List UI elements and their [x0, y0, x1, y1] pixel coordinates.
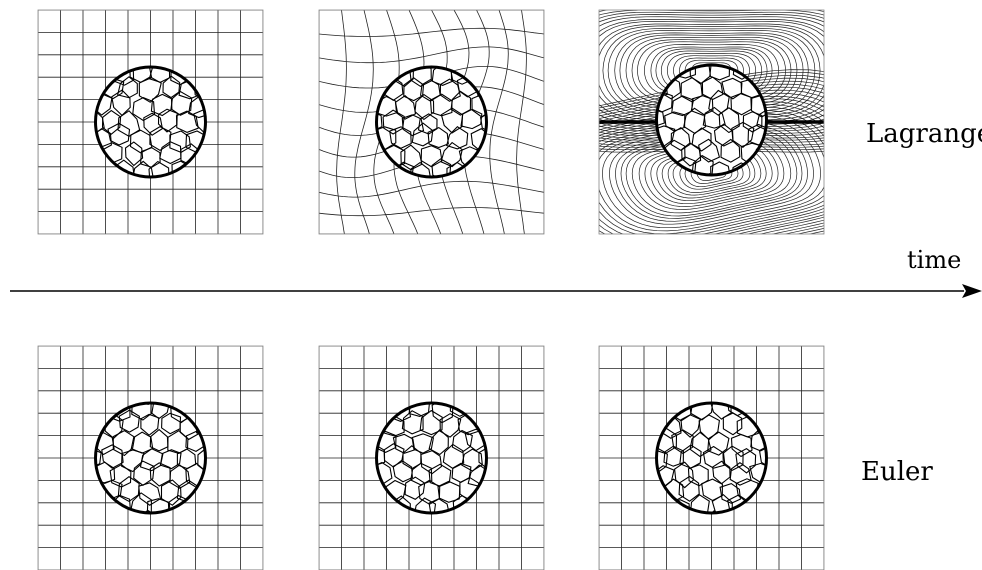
grain-cells — [656, 403, 767, 513]
panels — [37, 9, 825, 570]
panel-border — [598, 9, 825, 235]
euler-panel-2 — [318, 345, 545, 570]
panel-border — [598, 345, 825, 570]
time-axis — [10, 284, 982, 298]
panel-border — [37, 9, 264, 235]
inclusion-circle — [655, 401, 768, 515]
lagrange-panel-3 — [598, 9, 825, 235]
grain-cells — [376, 67, 487, 177]
inclusion-circle — [375, 65, 488, 179]
panel-border — [37, 345, 264, 570]
grain-cells — [656, 65, 767, 175]
euler-label: Euler — [861, 457, 933, 487]
inclusion-circle — [94, 65, 207, 179]
inclusion-circle — [655, 63, 768, 177]
inclusion-circle — [94, 401, 207, 515]
panel-border — [318, 9, 545, 235]
lagrange-label: Lagrange — [866, 119, 982, 149]
panel-border — [318, 345, 545, 570]
lagrange-panel-2 — [318, 9, 545, 235]
inclusion-circle — [375, 401, 488, 515]
time-label: time — [907, 246, 961, 274]
time-arrow-head-icon — [962, 284, 982, 298]
lagrange-panel-1 — [37, 9, 264, 235]
euler-panel-1 — [37, 345, 264, 570]
euler-panel-3 — [598, 345, 825, 570]
